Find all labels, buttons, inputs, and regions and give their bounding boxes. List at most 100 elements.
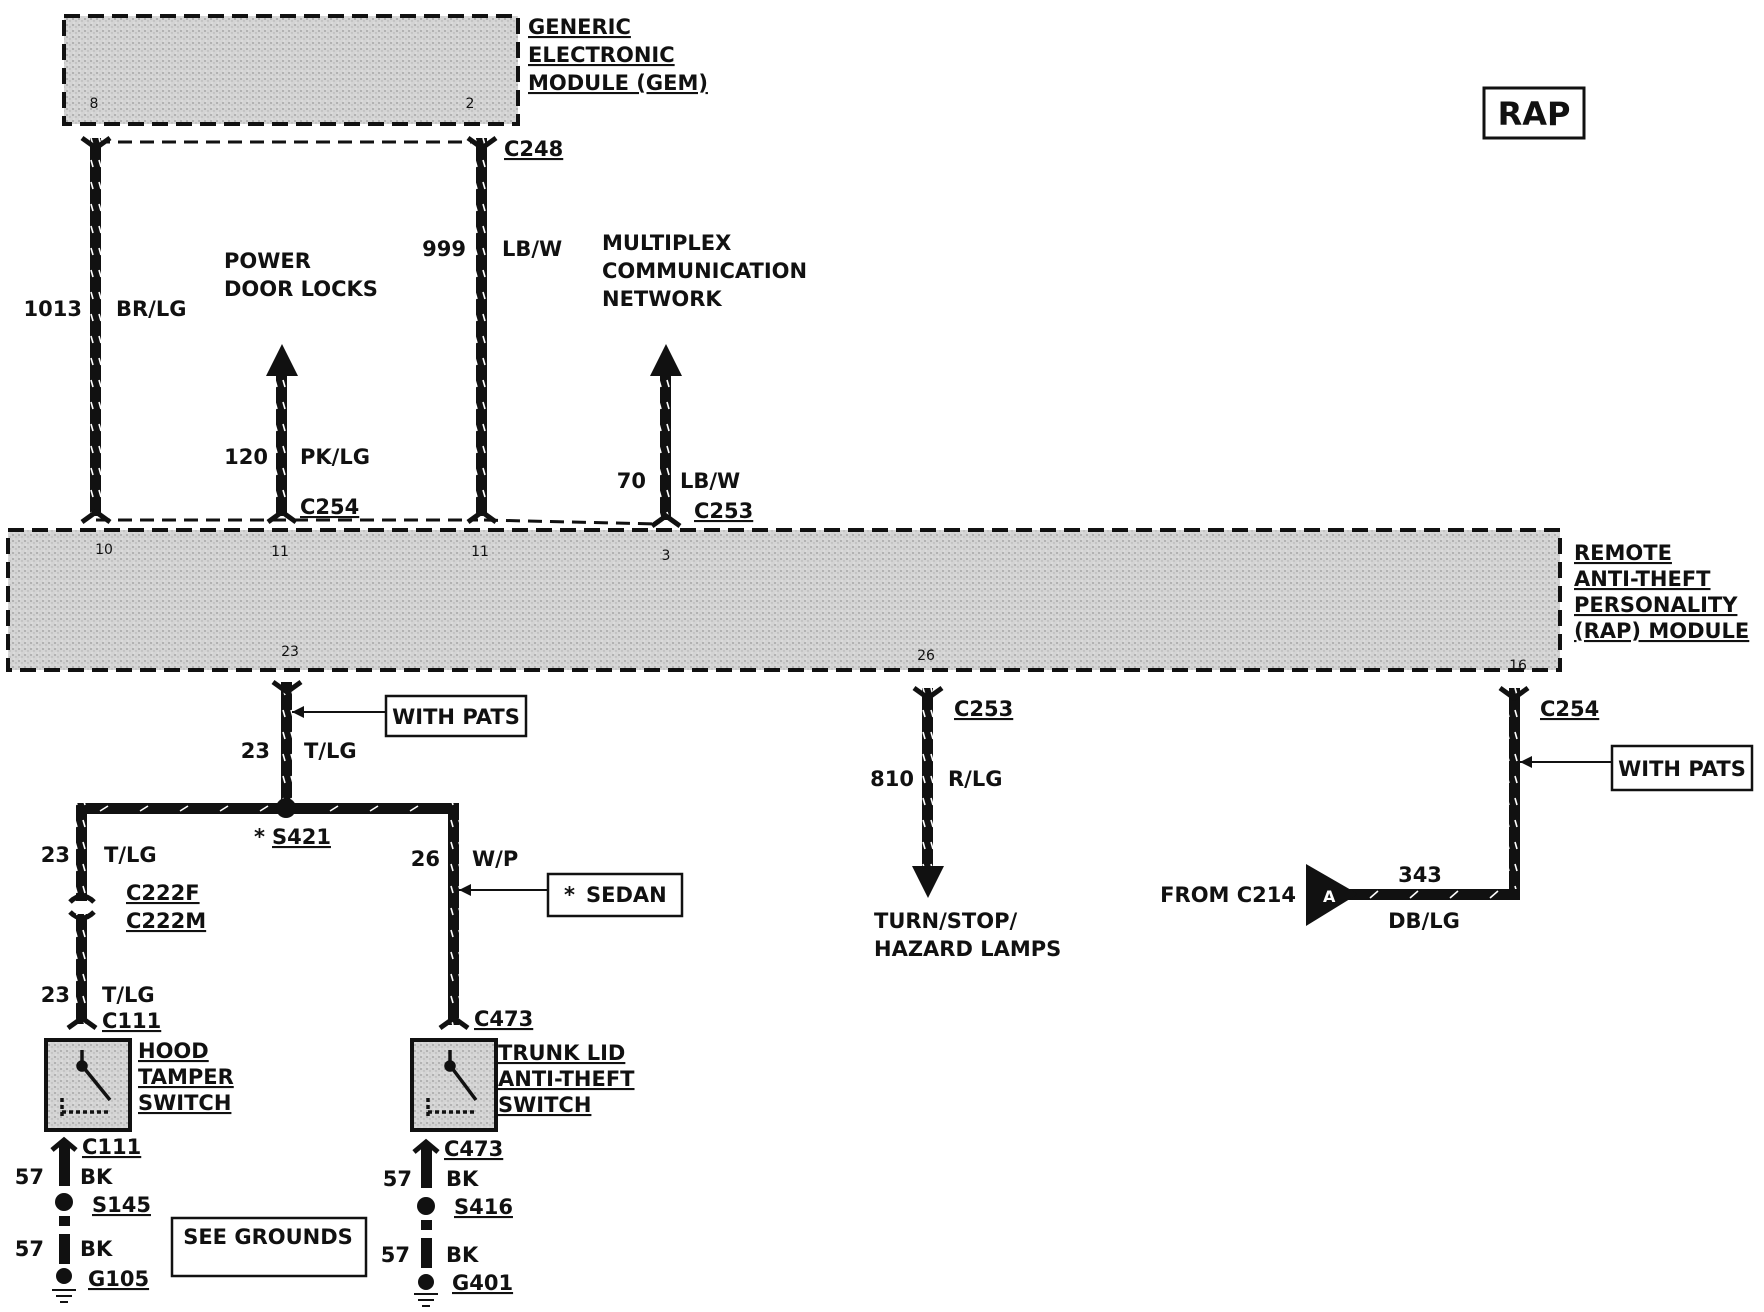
splice-s421: S421 xyxy=(272,825,331,849)
wire-23-left-circuit: 23 xyxy=(41,843,70,867)
hood-switch-box xyxy=(44,1038,132,1132)
see-grounds-label: SEE GROUNDS xyxy=(183,1225,353,1249)
gem-name-line-3: MODULE (GEM) xyxy=(528,71,708,95)
gem-module: 8 2 GENERIC ELECTRONIC MODULE (GEM) xyxy=(62,14,708,126)
wire-57-d-color: BK xyxy=(446,1243,479,1267)
connector-c222m: C222M xyxy=(126,909,206,933)
ground-g401: G401 xyxy=(452,1271,513,1295)
with-pats-right-label: WITH PATS xyxy=(1618,757,1746,781)
trunk-switch-box xyxy=(410,1038,498,1132)
rap-pin-11b: 11 xyxy=(471,544,489,560)
wire-23-top-circuit: 23 xyxy=(241,739,270,763)
splice-s416-dot xyxy=(417,1197,435,1215)
dashed-links xyxy=(96,140,661,526)
rap-name-line-1: REMOTE xyxy=(1574,541,1672,565)
rap-pin-26: 26 xyxy=(917,648,935,664)
rap-module: 10 11 11 3 23 26 16 REMOTE ANTI-THEFT PE… xyxy=(6,528,1749,674)
multiplex-line-1: MULTIPLEX xyxy=(602,231,731,255)
rap-name-line-3: PERSONALITY xyxy=(1574,593,1738,617)
splice-s421-star: * xyxy=(254,825,265,849)
rap-name-line-2: ANTI-THEFT xyxy=(1574,567,1711,591)
turn-stop-line-1: TURN/STOP/ xyxy=(874,909,1017,933)
wire-23-lower-circuit: 23 xyxy=(41,983,70,1007)
ground-g105-dot xyxy=(56,1268,72,1284)
splice-s145-dot xyxy=(55,1193,73,1211)
connector-c253-mid: C253 xyxy=(954,697,1013,721)
connector-c254-top: C254 xyxy=(300,495,359,519)
connector-c253-top: C253 xyxy=(694,499,753,523)
sedan-star: * xyxy=(564,883,575,907)
hood-switch-line-3: SWITCH xyxy=(138,1091,231,1115)
wire-57-b-color: BK xyxy=(80,1237,113,1261)
see-grounds-note: SEE GROUNDS xyxy=(170,1216,368,1278)
arrow-up-icon xyxy=(266,344,298,376)
sedan-box xyxy=(546,872,684,918)
rap-pin-23: 23 xyxy=(281,644,299,660)
hood-tamper-switch: HOOD TAMPER SWITCH xyxy=(44,1038,234,1132)
wire-343: A FROM C214 C254 343 DB/LG WITH PATS xyxy=(1160,685,1754,933)
multiplex-line-3: NETWORK xyxy=(602,287,722,311)
splice-s145: S145 xyxy=(92,1193,151,1217)
wire-1013: 1013 BR/LG xyxy=(24,135,186,525)
wire-120: 120 PK/LG C254 POWER DOOR LOCKS xyxy=(224,249,378,525)
splice-s416: S416 xyxy=(454,1195,513,1219)
wire-57-d-circuit: 57 xyxy=(381,1243,410,1267)
trunk-switch-line-3: SWITCH xyxy=(498,1093,591,1117)
hood-switch-line-2: TAMPER xyxy=(138,1065,234,1089)
wire-343-color: DB/LG xyxy=(1388,909,1460,933)
wire-70: 70 LB/W C253 MULTIPLEX COMMUNICATION NET… xyxy=(602,231,807,529)
wire-26-circuit: 26 xyxy=(411,847,440,871)
ground-g105: G105 xyxy=(88,1267,149,1291)
gem-module-box xyxy=(62,14,520,126)
arrow-up-icon xyxy=(650,344,682,376)
wire-999-circuit: 999 xyxy=(422,237,466,261)
wire-343-circuit: 343 xyxy=(1398,863,1442,887)
arrow-down-icon xyxy=(912,866,944,898)
with-pats-right-box xyxy=(1610,744,1754,792)
trunk-antitheft-switch: TRUNK LID ANTI-THEFT SWITCH xyxy=(410,1038,635,1132)
power-door-locks-line-1: POWER xyxy=(224,249,311,273)
wire-810-color: R/LG xyxy=(948,767,1002,791)
sedan-label: SEDAN xyxy=(586,883,667,907)
wire-23-left: 23 T/LG C222F C222M 23 T/LG C111 xyxy=(41,803,206,1033)
with-pats-left-box xyxy=(384,694,528,738)
power-door-locks-line-2: DOOR LOCKS xyxy=(224,277,378,301)
trunk-switch-line-1: TRUNK LID xyxy=(498,1041,625,1065)
gem-name-line-2: ELECTRONIC xyxy=(528,43,675,67)
wire-57-c-circuit: 57 xyxy=(383,1167,412,1191)
wire-57-b-circuit: 57 xyxy=(15,1237,44,1261)
wire-26: 26 W/P * SEDAN C473 xyxy=(411,803,684,1031)
connector-c473-bottom: C473 xyxy=(444,1137,503,1161)
rap-pin-10: 10 xyxy=(95,542,113,558)
arrow-left-icon xyxy=(459,884,471,896)
wire-810-circuit: 810 xyxy=(870,767,914,791)
arrow-left-icon xyxy=(292,706,304,718)
wire-57-a-color: BK xyxy=(80,1165,113,1189)
trunk-switch-line-2: ANTI-THEFT xyxy=(498,1067,635,1091)
from-c214-label: FROM C214 xyxy=(1160,883,1296,907)
wire-23-lower-color: T/LG xyxy=(102,983,155,1007)
connector-c473-top: C473 xyxy=(474,1007,533,1031)
connector-c254-mid: C254 xyxy=(1540,697,1599,721)
connector-c248: C248 xyxy=(504,137,563,161)
wire-999: 999 LB/W C248 xyxy=(422,135,563,525)
ground-icon xyxy=(414,1293,438,1307)
switch-icon xyxy=(60,1050,112,1116)
multiplex-line-2: COMMUNICATION xyxy=(602,259,807,283)
rap-module-box xyxy=(6,528,1562,672)
wire-23-top: 23 T/LG WITH PATS xyxy=(241,679,528,808)
switch-icon xyxy=(426,1050,478,1116)
wire-810: C253 810 R/LG TURN/STOP/ HAZARD LAMPS xyxy=(870,685,1061,961)
connector-c111-top: C111 xyxy=(102,1009,161,1033)
rap-badge: RAP xyxy=(1482,86,1586,140)
c214-marker-letter: A xyxy=(1323,887,1336,906)
connector-c222f: C222F xyxy=(126,881,200,905)
splice-s421-dot xyxy=(276,798,296,818)
wire-999-color: LB/W xyxy=(502,237,562,261)
ground-icon xyxy=(52,1289,76,1303)
wire-57-a-circuit: 57 xyxy=(15,1165,44,1189)
ground-g401-dot xyxy=(418,1274,434,1290)
arrow-left-icon xyxy=(1520,756,1532,768)
rap-pin-3: 3 xyxy=(662,548,671,564)
